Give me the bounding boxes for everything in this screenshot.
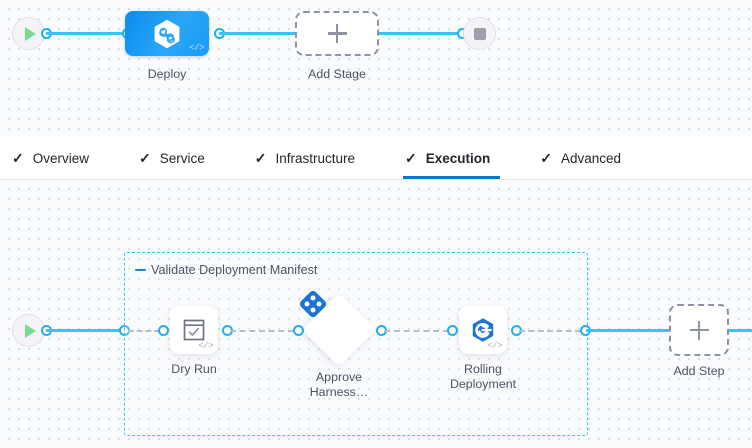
- stage-start-node[interactable]: [12, 17, 45, 50]
- stage-node-deploy[interactable]: </> Deploy: [125, 11, 209, 81]
- code-badge: </>: [487, 341, 502, 351]
- tab-infrastructure[interactable]: ✓ Infrastructure: [253, 137, 377, 179]
- connector-line: [46, 329, 125, 332]
- connector-line: [46, 32, 130, 35]
- step-label: Dry Run: [171, 362, 217, 376]
- connector-line-dashed: [519, 330, 581, 332]
- tab-label: Execution: [425, 150, 491, 166]
- check-icon: ✓: [12, 150, 24, 166]
- tab-service[interactable]: ✓ Service: [137, 137, 227, 179]
- stage-node-add-stage[interactable]: Add Stage: [295, 11, 379, 81]
- execution-canvas[interactable]: Validate Deployment Manifest </> Dry Run: [0, 180, 752, 448]
- stage-node-label: Deploy: [147, 67, 187, 81]
- stage-config-tabs: ✓ Overview ✓ Service ✓ Infrastructure ✓ …: [0, 137, 752, 180]
- play-icon: [24, 323, 36, 338]
- tab-overview[interactable]: ✓ Overview: [10, 137, 111, 179]
- connector-line: [586, 329, 669, 332]
- tab-execution[interactable]: ✓ Execution: [403, 137, 512, 179]
- connector-line: [219, 32, 299, 35]
- add-stage-label: Add Stage: [308, 67, 366, 81]
- deploy-node-body[interactable]: </>: [125, 11, 209, 56]
- plus-icon: [327, 24, 347, 43]
- play-icon: [24, 26, 36, 41]
- rolling-deployment-card[interactable]: </>: [459, 306, 507, 354]
- stage-canvas[interactable]: </> Deploy Add Stage: [0, 0, 752, 137]
- plus-icon: [689, 320, 709, 340]
- rolling-deploy-icon: [472, 318, 494, 342]
- step-label: Approve Harness…: [309, 370, 369, 399]
- harness-hexagon-icon: [154, 19, 180, 48]
- connector-line: [729, 329, 752, 332]
- step-label: Rolling Deployment: [449, 362, 517, 391]
- check-icon: ✓: [254, 150, 267, 166]
- dry-run-card[interactable]: </>: [170, 306, 218, 354]
- harness-approval-icon: [300, 291, 326, 317]
- add-step-button[interactable]: [669, 304, 729, 356]
- tab-label: Service: [159, 150, 205, 166]
- tab-advanced[interactable]: ✓ Advanced: [538, 137, 643, 179]
- checklist-icon: [183, 319, 205, 341]
- tab-label: Infrastructure: [275, 150, 356, 166]
- tab-label: Advanced: [561, 150, 622, 166]
- stop-icon: [473, 27, 486, 40]
- connector-line: [379, 32, 463, 35]
- step-group-header[interactable]: Validate Deployment Manifest: [135, 263, 317, 277]
- code-badge: </>: [189, 43, 204, 53]
- connector-dot[interactable]: [447, 325, 458, 336]
- minus-icon[interactable]: [135, 268, 146, 272]
- connector-dot[interactable]: [293, 325, 304, 336]
- check-icon: ✓: [540, 150, 552, 166]
- step-group-title: Validate Deployment Manifest: [151, 263, 318, 277]
- step-node-add-step[interactable]: Add Step: [669, 304, 729, 378]
- code-badge: </>: [198, 341, 213, 351]
- connector-dot[interactable]: [158, 325, 169, 336]
- check-icon: ✓: [139, 150, 151, 166]
- add-step-label: Add Step: [673, 364, 725, 378]
- connector-line-dashed: [230, 330, 294, 332]
- check-icon: ✓: [405, 150, 417, 166]
- stage-end-node[interactable]: [463, 17, 496, 50]
- add-stage-button[interactable]: [295, 11, 379, 56]
- connector-line-dashed: [128, 330, 160, 332]
- tab-label: Overview: [32, 150, 89, 166]
- connector-line-dashed: [384, 330, 449, 332]
